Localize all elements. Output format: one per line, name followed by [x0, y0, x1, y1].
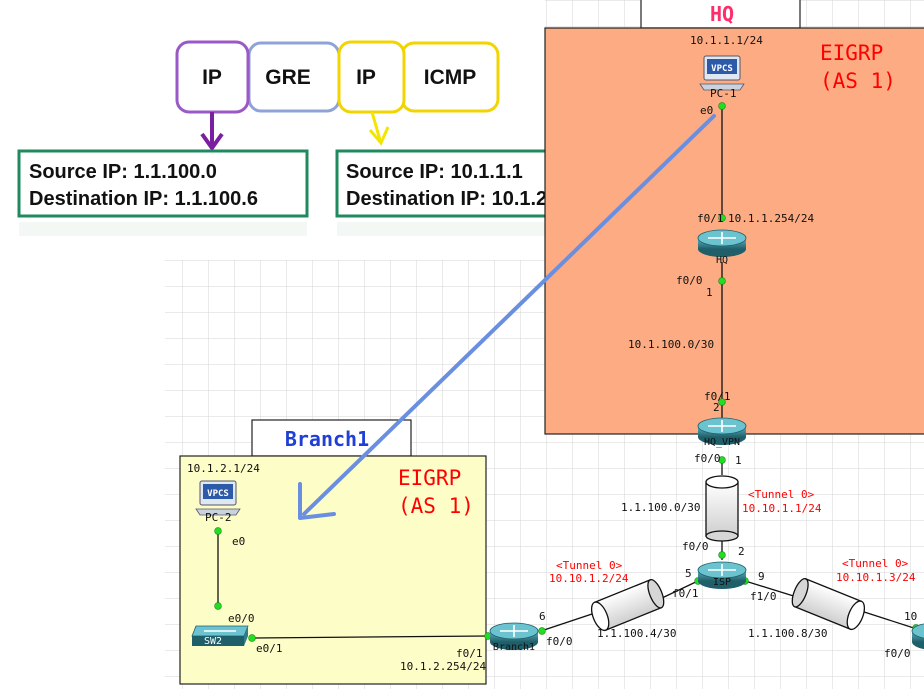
hq-vpn-f01: f0/1: [704, 390, 731, 403]
inner-source-ip: Source IP: 10.1.1.1: [346, 161, 523, 183]
tunnel-top-icon[interactable]: [705, 475, 739, 542]
tunnel-left-name: <Tunnel 0>: [556, 559, 623, 572]
router-branch1-icon[interactable]: [489, 622, 539, 650]
tunnel-right-icon[interactable]: [789, 577, 868, 632]
tunnel-left-icon[interactable]: [588, 578, 667, 633]
hq-eigrp-as: (AS 1): [820, 69, 896, 93]
branch1-f01: f0/1: [456, 647, 483, 660]
router-far-icon[interactable]: [911, 623, 924, 650]
isp-right-port: f1/0: [750, 590, 777, 603]
branch-eigrp-as: (AS 1): [398, 494, 474, 518]
isp-f00: f0/0: [682, 540, 709, 553]
router-isp-name: ISP: [713, 577, 731, 588]
vpcs-badge: VPCS: [207, 489, 229, 499]
isp-f00-num: 2: [738, 545, 745, 558]
pc-1-name: PC-1: [710, 87, 737, 100]
hq-title-tab: [640, 0, 801, 29]
hq-eigrp-label: EIGRP: [820, 41, 883, 65]
pc-1-icon[interactable]: VPCS: [699, 55, 745, 91]
arrow-down-icon: [368, 111, 390, 146]
hq-f00-label: f0/0: [676, 274, 703, 287]
hq-vpn-f01-num: 2: [713, 401, 720, 414]
isp-left-subnet: 1.1.100.4/30: [597, 627, 676, 640]
branch-title: Branch1: [285, 427, 369, 451]
router-hq-icon[interactable]: [697, 229, 747, 257]
isp-left-port: f0/1: [672, 587, 699, 600]
hq-vpn-f00-num: 1: [735, 454, 742, 467]
tunnel-top-name: <Tunnel 0>: [748, 488, 815, 501]
pc-1-ip: 10.1.1.1/24: [690, 34, 763, 47]
far-router-num: 10: [904, 610, 917, 623]
outer-destination-ip: Destination IP: 1.1.100.6: [29, 188, 258, 210]
inner-destination-ip: Destination IP: 10.1.2.1: [346, 188, 564, 210]
branch1-num: 6: [539, 610, 546, 623]
canvas-blank-top: [0, 0, 545, 260]
sw2-e01: e0/1: [256, 642, 283, 655]
pc-2-port: e0: [232, 535, 245, 548]
pc-1-port: e0: [700, 104, 713, 117]
header-gre: GRE: [265, 66, 311, 89]
tunnel-left-ip: 10.10.1.2/24: [549, 572, 629, 585]
router-hq-vpn-name: HQ_VPN: [704, 437, 740, 448]
header-ip-inner: IP: [356, 66, 376, 89]
branch1-f00: f0/0: [546, 635, 573, 648]
header-ip-outer: IP: [202, 66, 222, 89]
arrow-down-icon: [200, 112, 224, 152]
router-hq-name: HQ: [716, 255, 728, 266]
isp-top-subnet: 1.1.100.0/30: [621, 501, 700, 514]
reflection: [337, 222, 609, 236]
header-ip-inner-box: [337, 40, 406, 114]
switch-sw2-icon[interactable]: [191, 625, 249, 646]
branch1-ip: 10.1.2.254/24: [400, 660, 486, 673]
header-icmp: ICMP: [424, 66, 477, 89]
sw2-name: SW2: [204, 636, 222, 647]
router-hq-vpn-icon[interactable]: [697, 417, 747, 445]
isp-right-subnet: 1.1.100.8/30: [748, 627, 827, 640]
hq-link-subnet: 10.1.100.0/30: [628, 338, 714, 351]
far-router-port: f0/0: [884, 647, 911, 660]
router-isp-icon[interactable]: [697, 561, 747, 589]
arrow-head-icon: [298, 482, 336, 520]
hq-f00-num: 1: [706, 286, 713, 299]
outer-source-ip: Source IP: 1.1.100.0: [29, 161, 217, 183]
pc-2-ip: 10.1.2.1/24: [187, 462, 260, 475]
traffic-flow-arrow: [302, 114, 716, 516]
reflection: [19, 222, 307, 236]
tunnel-right-name: <Tunnel 0>: [842, 557, 909, 570]
pc-2-icon[interactable]: VPCS: [195, 480, 241, 516]
hq-f01-label: f0/1: [697, 212, 724, 225]
hq-title: HQ: [710, 2, 734, 26]
router-branch1-name: Branch1: [493, 642, 535, 653]
branch-eigrp-label: EIGRP: [398, 466, 461, 490]
links: [217, 108, 921, 639]
sw2-e00: e0/0: [228, 612, 255, 625]
hq-f01-ip: 10.1.1.254/24: [728, 212, 814, 225]
vpcs-badge: VPCS: [711, 64, 733, 74]
outer-ip-info-box: [17, 149, 309, 218]
isp-right-num: 9: [758, 570, 765, 583]
tunnel-right-ip: 10.10.1.3/24: [836, 571, 916, 584]
tunnel-top-ip: 10.10.1.1/24: [742, 502, 822, 515]
isp-left-num: 5: [685, 567, 692, 580]
pc-2-name: PC-2: [205, 511, 232, 524]
hq-vpn-f00: f0/0: [694, 452, 721, 465]
